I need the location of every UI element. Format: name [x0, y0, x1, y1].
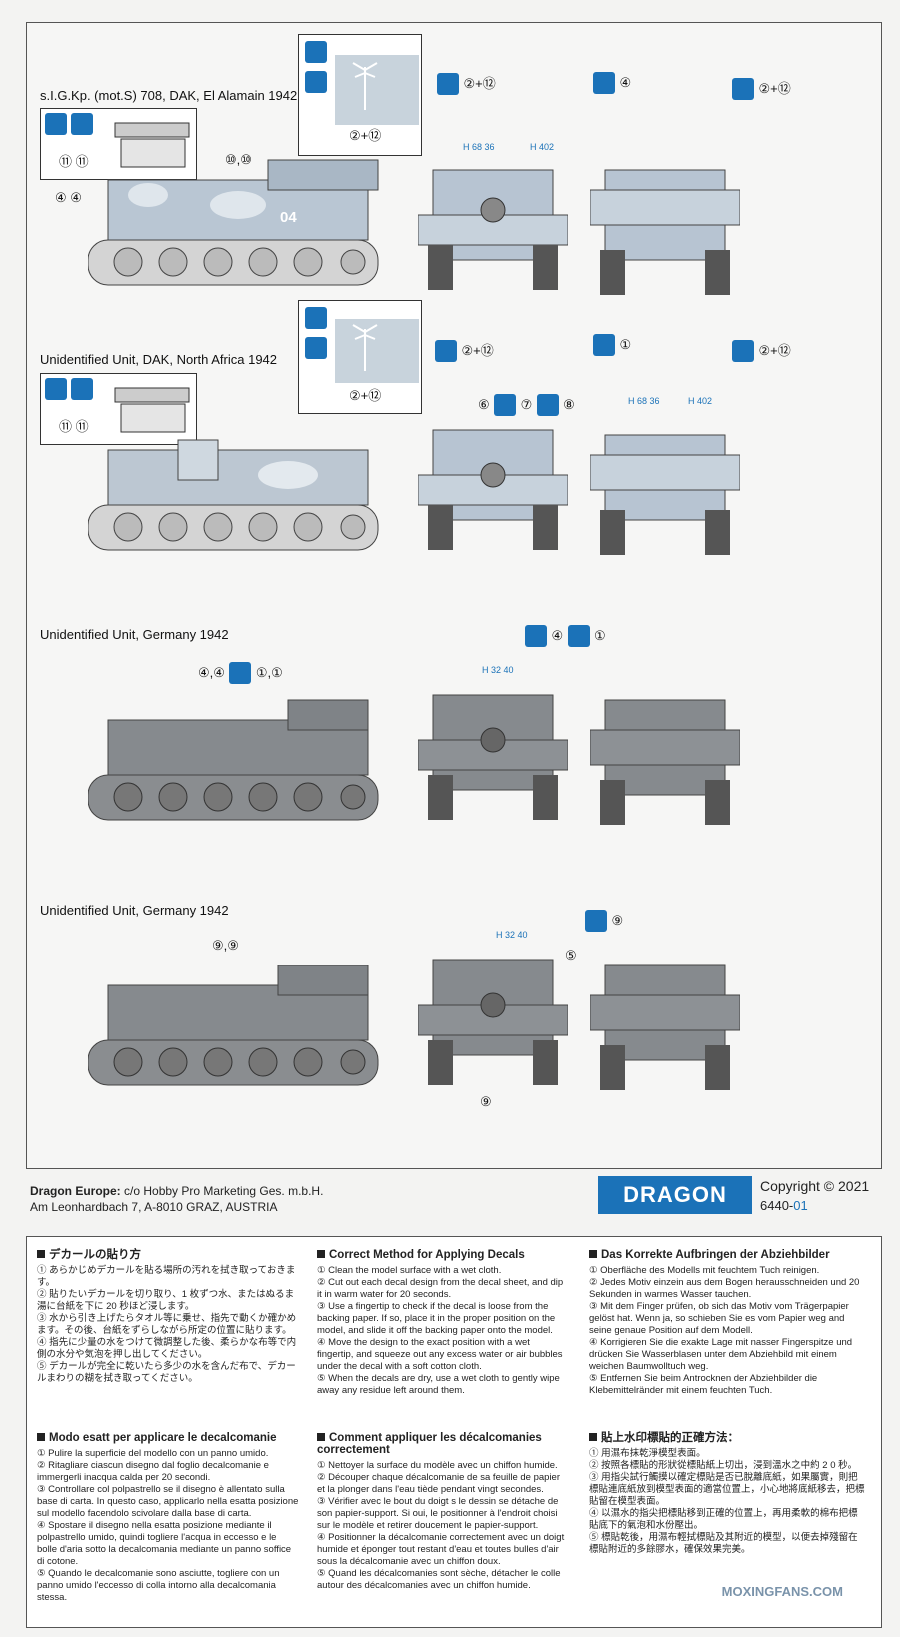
decal-icon [536, 394, 559, 416]
instructions-japanese: デカールの貼り方 ① あらかじめデカールを貼る場所の汚れを拭き取っておきます。 … [37, 1249, 299, 1385]
tank-front-view-2 [418, 429, 568, 550]
detail-box-1-left: ⑪ ⑪ [40, 108, 197, 180]
instructions-german: Das Korrekte Aufbringen der Abziehbilder… [589, 1249, 867, 1397]
decal-icon [732, 78, 754, 100]
company-address: Dragon Europe: c/o Hobby Pro Marketing G… [30, 1184, 324, 1214]
tank-rear-view-3 [590, 699, 740, 825]
section-2-title: Unidentified Unit, DAK, North Africa 194… [40, 352, 278, 367]
callout-11: ⑪ ⑪ [59, 154, 89, 169]
instructions-chinese: 貼上水印標貼的正確方法： ① 用濕布抹乾淨模型表面。 ② 按照各標貼的形狀從標貼… [589, 1432, 867, 1556]
plate-front: H 32 40 [496, 930, 528, 940]
detail-box-2-left: ⑪ ⑪ [40, 373, 197, 445]
product-code: 6440-01 [760, 1198, 808, 1213]
decal-icon [494, 394, 517, 416]
rear-callout-3: ④ ① [525, 625, 606, 647]
decal-icon [71, 113, 93, 135]
tank-front-view-3 [418, 694, 568, 820]
copyright: Copyright © 2021 [760, 1178, 870, 1194]
detail-box-1-right: ②+⑫ [298, 34, 422, 156]
plate-rear-left: H 68 36 [628, 396, 660, 406]
brush-icon [45, 378, 67, 400]
callout-9-side: ⑨,⑨ [212, 938, 239, 953]
callout-2-12: ②+⑫ [349, 128, 382, 143]
decal-instructions-panel: デカールの貼り方 ① あらかじめデカールを貼る場所の汚れを拭き取っておきます。 … [26, 1236, 882, 1628]
tank-rear-view-2 [590, 434, 740, 555]
plate-front: H 32 40 [482, 665, 514, 675]
decal-icon [567, 625, 590, 647]
tank-front-view-1 [418, 169, 568, 290]
rear-callout-4: ⑨ [585, 910, 623, 932]
section-1-title: s.I.G.Kp. (mot.S) 708, DAK, El Alamain 1… [40, 88, 298, 103]
instructions-english: Correct Method for Applying Decals ① Cle… [317, 1249, 567, 1397]
decal-icon [305, 71, 327, 93]
tank-rear-view-1 [590, 169, 740, 295]
rear-detail-sketch [114, 387, 190, 433]
plate-rear-right: H 402 [688, 396, 713, 406]
decal-icon [435, 340, 457, 362]
instructions-italian: Modo esatt per applicare le decalcomanie… [37, 1432, 299, 1603]
decal-icon [593, 334, 615, 356]
callout-9-front: ⑨ [480, 1094, 492, 1109]
rear-callout-2a: ① [593, 334, 631, 356]
tank-rear-view-4 [590, 964, 740, 1090]
rear-detail-sketch [114, 122, 190, 168]
front-callout-2: ②+⑫ [435, 340, 494, 362]
decal-icon [71, 378, 93, 400]
plate-front-right: H 402 [530, 142, 555, 152]
brush-icon [305, 307, 327, 329]
brush-icon [305, 41, 327, 63]
decal-icon [525, 625, 547, 647]
callout-10: ⑩,⑩ [225, 152, 252, 167]
palm-emblem [335, 55, 419, 125]
brush-icon [45, 113, 67, 135]
instructions-french: Comment appliquer les décalcomanies corr… [317, 1432, 567, 1592]
rear-callout-2b: ②+⑫ [732, 340, 791, 362]
decal-icon [585, 910, 607, 932]
plate-front-left: H 68 36 [463, 142, 495, 152]
svg-text:04: 04 [280, 209, 297, 226]
front-callout-2b: ⑥ ⑦ ⑧ [478, 394, 575, 416]
dragon-logo: DRAGON [598, 1176, 752, 1214]
rear-callout-1a: ④ [593, 72, 631, 94]
callout-5: ⑤ [565, 948, 577, 963]
tank-side-view-4 [88, 965, 379, 1086]
callout-4: ④ ④ [55, 190, 82, 205]
palm-emblem [335, 319, 419, 383]
callout-2-12: ②+⑫ [349, 388, 382, 403]
decal-icon [732, 340, 754, 362]
rear-callout-1b: ②+⑫ [732, 78, 791, 100]
detail-box-2-right: ②+⑫ [298, 300, 422, 414]
decal-icon [437, 73, 459, 95]
callout-11: ⑪ ⑪ [59, 419, 89, 434]
decal-icon [593, 72, 615, 94]
tank-side-view-2 [88, 439, 379, 551]
front-callout-1: ②+⑫ [437, 73, 496, 95]
side-callout-3: ④,④ ①,① [198, 662, 283, 684]
decal-icon [305, 337, 327, 359]
section-3-title: Unidentified Unit, Germany 1942 [40, 627, 229, 642]
section-4-title: Unidentified Unit, Germany 1942 [40, 903, 229, 918]
decal-icon [229, 662, 252, 684]
watermark: MOXINGFANS.COM [721, 1584, 843, 1599]
tank-side-view-3 [88, 699, 379, 821]
tank-side-view-1: 04 [88, 159, 379, 286]
tank-front-view-4 [418, 959, 568, 1085]
